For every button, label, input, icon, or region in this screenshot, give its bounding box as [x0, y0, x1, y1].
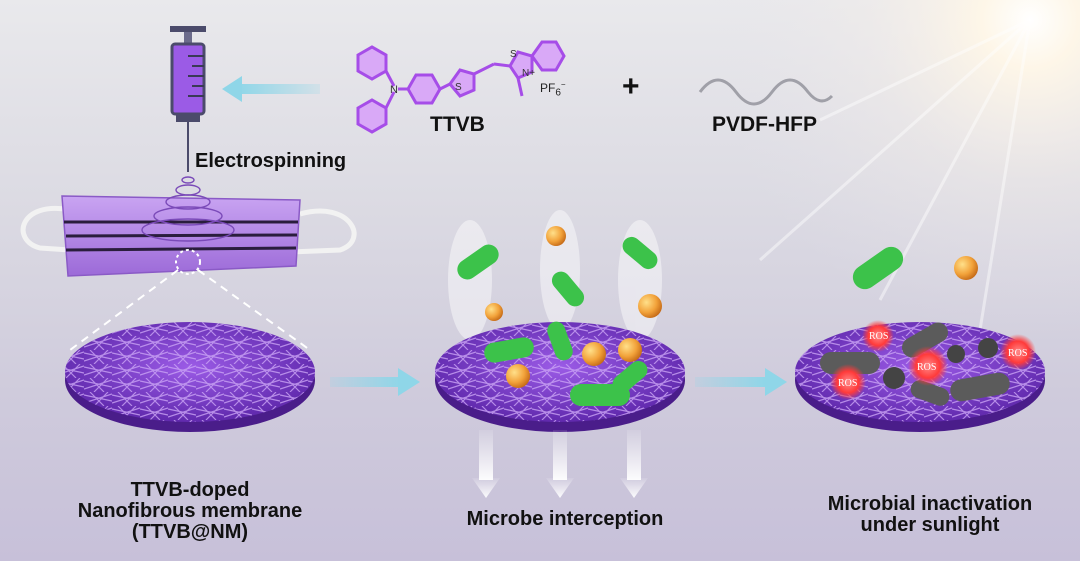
ros-label-2: ROS: [838, 378, 857, 389]
electrospinning-jet: [141, 176, 235, 242]
ros-label-4: ROS: [1008, 348, 1027, 359]
ros-label-3: ROS: [917, 362, 936, 373]
face-mask: [20, 195, 357, 277]
ttvb-label: TTVB: [430, 113, 485, 136]
nitrogen-plus-label: N+: [522, 68, 535, 79]
arrow-2: [695, 368, 787, 396]
microbes-interception: [457, 226, 662, 406]
caption-membrane: TTVB-doped Nanofibrous membrane (TTVB@NM…: [60, 480, 320, 543]
ttvb-molecule: [356, 40, 566, 134]
ros-bursts: [830, 320, 1036, 400]
filtered-air-arrows: [472, 430, 648, 498]
nitrogen-label: N: [390, 84, 398, 96]
caption-membrane-line-2: Nanofibrous membrane: [77, 500, 303, 522]
plus-sign: +: [622, 70, 640, 103]
membrane-disc-1: [65, 322, 315, 432]
pvdf-polymer-wave: [698, 78, 834, 106]
caption-interception-line-1: Microbe interception: [466, 508, 664, 530]
caption-inactivation: Microbial inactivation under sunlight: [810, 494, 1050, 536]
electrospinning-label: Electrospinning: [195, 150, 347, 172]
pf6-counterion: PF6−: [540, 80, 566, 99]
caption-membrane-line-1: TTVB-doped: [130, 479, 250, 501]
sun-rays: [759, 18, 1032, 331]
inactivated-microbes: [820, 246, 1010, 406]
caption-interception: Microbe interception: [440, 509, 690, 530]
syringe-icon: [170, 26, 206, 172]
zoom-lines: [69, 269, 311, 351]
sulfur-label-2: S: [510, 49, 517, 60]
pvdf-label: PVDF-HFP: [712, 113, 817, 136]
caption-membrane-line-3: (TTVB@NM): [131, 521, 249, 543]
caption-inactivation-line-1: Microbial inactivation: [827, 493, 1033, 515]
sulfur-label-1: S: [455, 82, 462, 93]
arrow-to-syringe: [222, 76, 320, 102]
ros-label-1: ROS: [869, 331, 888, 342]
caption-inactivation-line-2: under sunlight: [860, 514, 1000, 536]
arrow-1: [330, 368, 420, 396]
